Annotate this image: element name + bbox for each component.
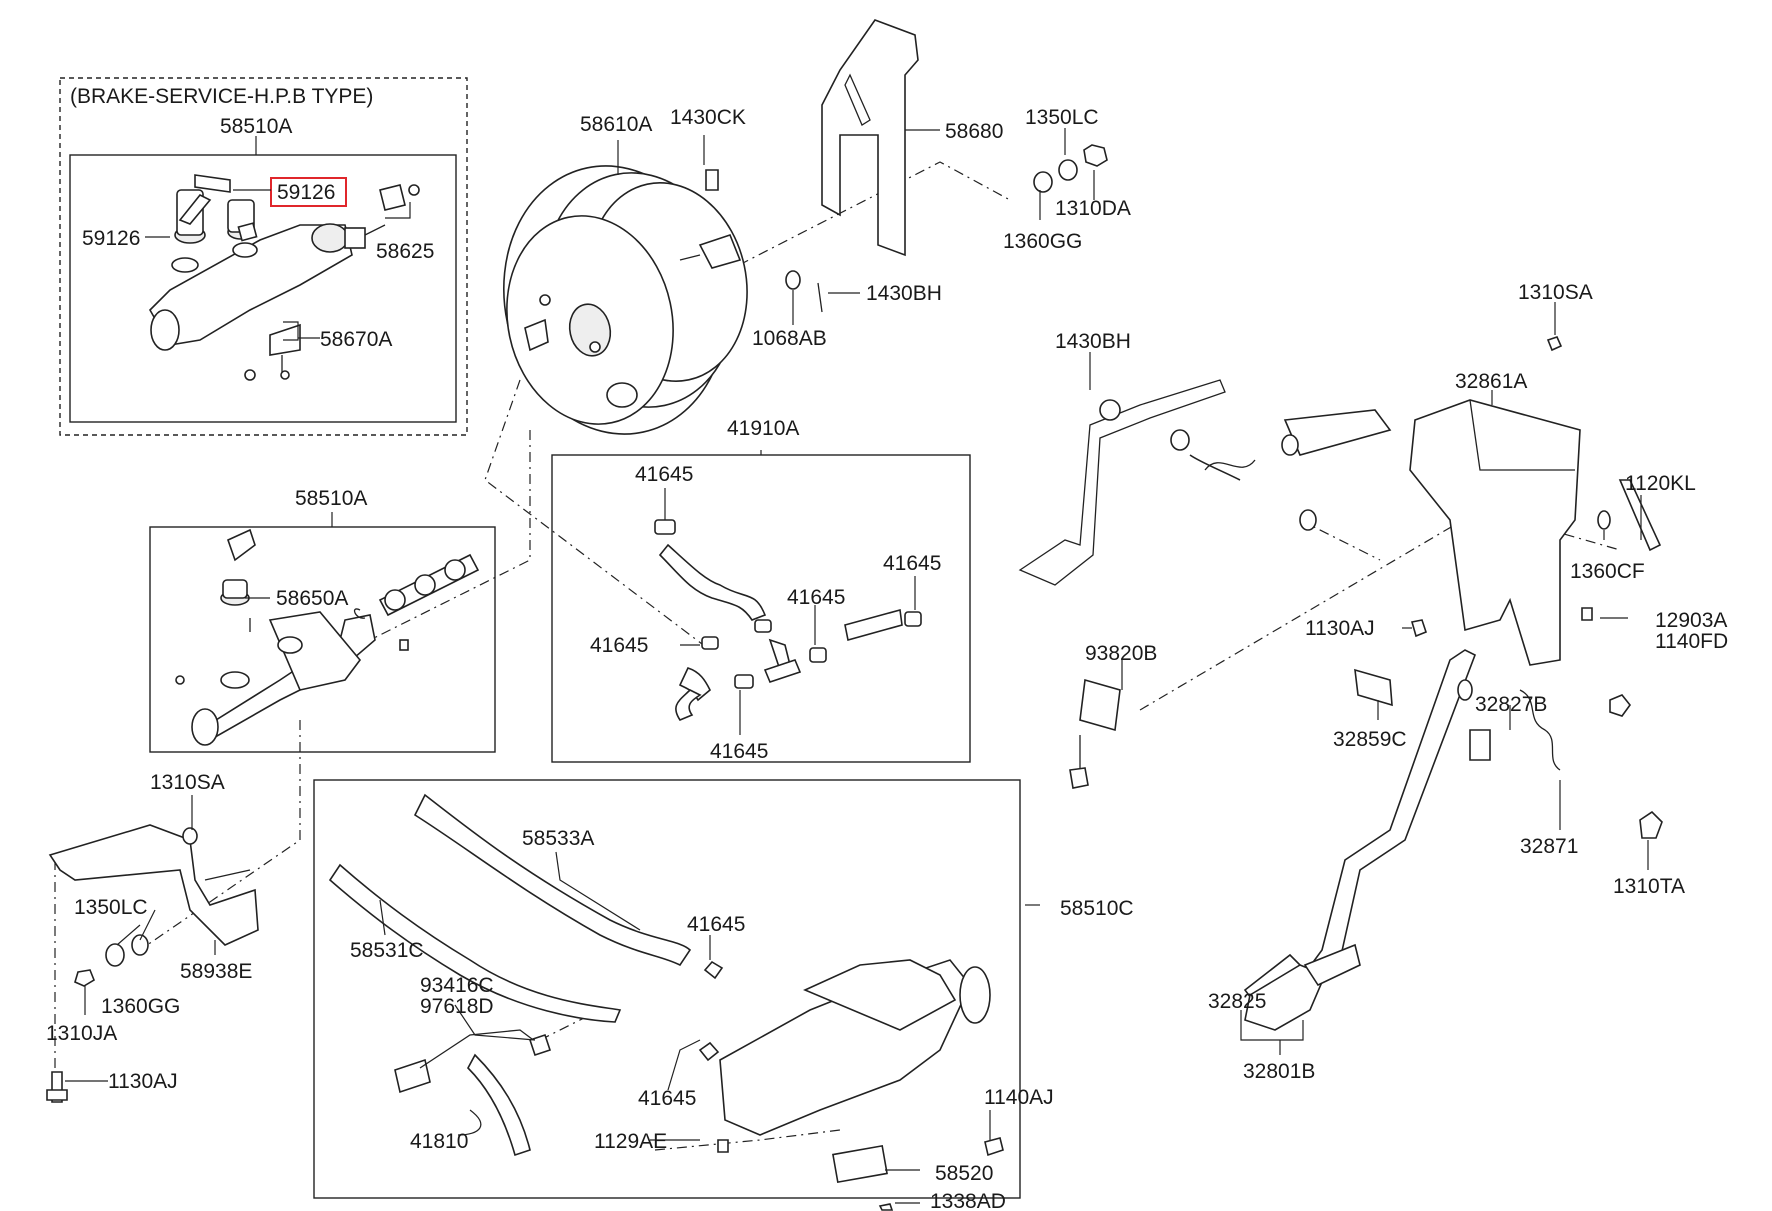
label-1350LC-top: 1350LC — [1025, 106, 1099, 129]
label-58680: 58680 — [945, 120, 1003, 143]
label-1310SA-right: 1310SA — [1518, 281, 1593, 304]
label-1350LC-left: 1350LC — [74, 896, 148, 919]
label-58510C: 58510C — [1060, 897, 1134, 920]
label-1430BH-top: 1430BH — [866, 282, 942, 305]
bracket-58938e — [46, 824, 259, 1103]
label-41645-b: 41645 — [883, 552, 941, 575]
label-41645-d: 41645 — [590, 634, 648, 657]
pedal-assembly — [1018, 336, 1663, 1031]
label-32827B: 32827B — [1475, 693, 1547, 716]
label-58520: 58520 — [935, 1162, 993, 1185]
label-41645-c: 41645 — [787, 586, 845, 609]
label-1068AB: 1068AB — [752, 327, 827, 350]
label-32825: 32825 — [1208, 990, 1266, 1013]
label-1338AD: 1338AD — [930, 1190, 1006, 1211]
vacuum-hose-kit — [654, 519, 922, 721]
label-58533A: 58533A — [522, 827, 594, 850]
label-1140FD: 1140FD — [1655, 630, 1728, 653]
label-12903A: 12903A — [1655, 609, 1727, 632]
label-1130AJ-left: 1130AJ — [108, 1070, 178, 1093]
label-1430CK: 1430CK — [670, 106, 746, 129]
label-1360CF: 1360CF — [1570, 560, 1645, 583]
reservoir-box — [313, 779, 1021, 1199]
master-cylinder-box-mid — [149, 526, 496, 753]
label-59126-highlighted: 59126 — [277, 181, 335, 204]
label-58531C: 58531C — [350, 939, 424, 962]
label-1360GG-left: 1360GG — [101, 995, 180, 1018]
brake-booster — [503, 165, 800, 435]
label-93820B: 93820B — [1085, 642, 1157, 665]
label-1430BH-left: 1430BH — [1055, 330, 1131, 353]
label-1310TA: 1310TA — [1613, 875, 1685, 898]
master-cylinder-box-top — [69, 154, 457, 423]
label-41645-e: 41645 — [710, 740, 768, 763]
label-41810: 41810 — [410, 1130, 468, 1153]
label-1130AJ-right: 1130AJ — [1305, 617, 1375, 640]
label-58510A-mid: 58510A — [295, 487, 367, 510]
label-1140AJ: 1140AJ — [984, 1086, 1054, 1109]
label-58625: 58625 — [376, 240, 434, 263]
hpb-type-dashed-box — [59, 77, 468, 436]
label-32871: 32871 — [1520, 835, 1578, 858]
booster-bracket — [821, 19, 919, 257]
label-32801B: 32801B — [1243, 1060, 1315, 1083]
label-58510A-top: 58510A — [220, 115, 292, 138]
label-1310DA: 1310DA — [1055, 197, 1131, 220]
label-1310SA-left: 1310SA — [150, 771, 225, 794]
reservoir-assembly — [328, 793, 1004, 1211]
label-59126: 59126 — [82, 227, 140, 250]
label-1120KL: 1120KL — [1625, 472, 1696, 495]
leader-lines — [65, 128, 1649, 1204]
label-41910A: 41910A — [727, 417, 799, 440]
label-41645-f: 41645 — [687, 913, 745, 936]
label-93416C: 93416C — [420, 974, 494, 997]
master-cylinder-hpb — [149, 174, 420, 381]
part-labels: (BRAKE-SERVICE-H.P.B TYPE) 58510A 59126 … — [46, 85, 1728, 1211]
label-32859C: 32859C — [1333, 728, 1407, 751]
hpb-type-note: (BRAKE-SERVICE-H.P.B TYPE) — [70, 85, 373, 108]
label-1360GG-top: 1360GG — [1003, 230, 1082, 253]
label-41645-a: 41645 — [635, 463, 693, 486]
label-58938E: 58938E — [180, 960, 252, 983]
label-58650A: 58650A — [276, 587, 348, 610]
top-right-fasteners — [785, 144, 1108, 313]
label-41645-g: 41645 — [638, 1087, 696, 1110]
label-58610A: 58610A — [580, 113, 652, 136]
part-59126-highlight-box — [270, 177, 347, 207]
label-97618D: 97618D — [420, 995, 494, 1018]
label-32861A: 32861A — [1455, 370, 1527, 393]
label-58670A: 58670A — [320, 328, 392, 351]
label-1310JA: 1310JA — [46, 1022, 117, 1045]
label-1129AE: 1129AE — [594, 1130, 667, 1153]
master-cylinder-mid — [175, 528, 480, 746]
